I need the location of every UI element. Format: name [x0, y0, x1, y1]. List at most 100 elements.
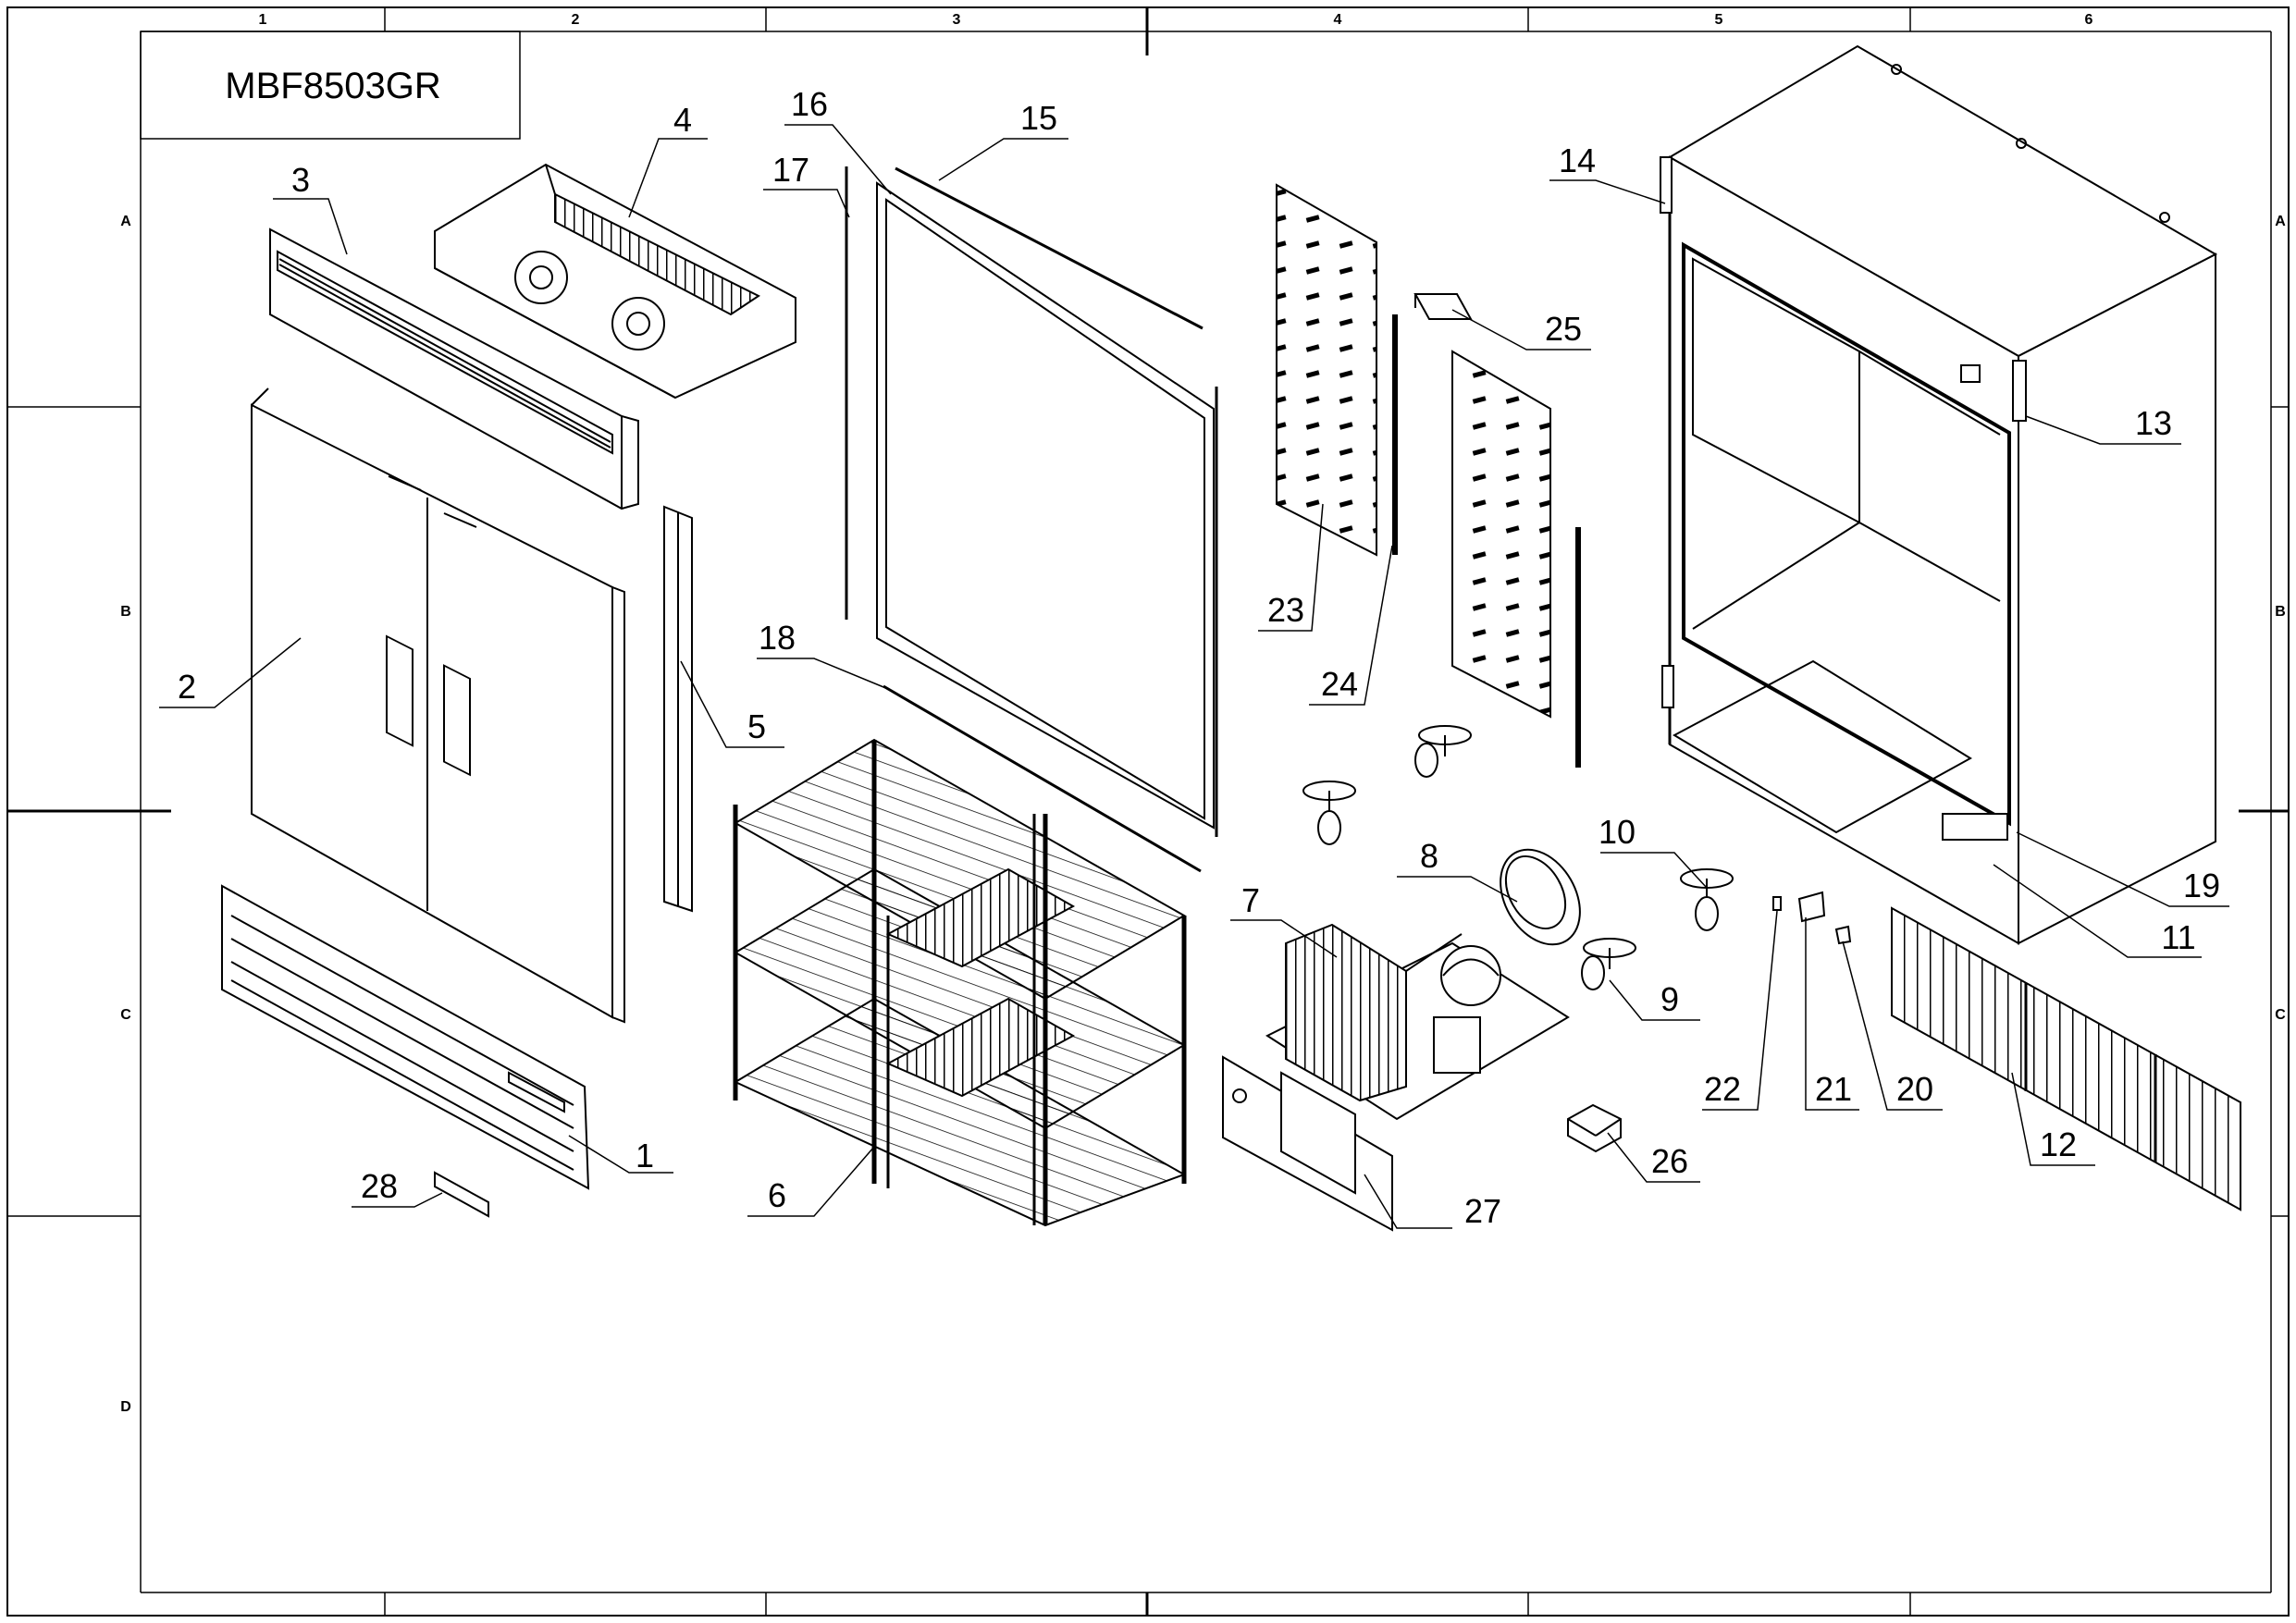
callout-label-16: 16	[791, 85, 828, 123]
callout-26: 26	[1607, 1132, 1700, 1183]
callout-16: 16	[784, 85, 892, 195]
callout-9: 9	[1609, 979, 1700, 1021]
callout-label-23: 23	[1267, 591, 1304, 629]
callout-21: 21	[1805, 917, 1859, 1111]
callout-3: 3	[273, 161, 348, 255]
callout-7: 7	[1230, 881, 1338, 958]
zone-row-a-right: A	[2275, 214, 2286, 229]
callout-label-5: 5	[747, 707, 766, 745]
part-back-panel	[1222, 1055, 1393, 1232]
callout-13: 13	[2025, 404, 2181, 445]
part-bottom-grille	[1891, 906, 2241, 1211]
callout-label-21: 21	[1815, 1070, 1852, 1108]
callout-label-11: 11	[2161, 918, 2195, 956]
callout-label-14: 14	[1559, 141, 1596, 179]
part-small-switch-b	[1797, 891, 1826, 923]
callout-20: 20	[1842, 941, 1943, 1111]
zone-col-2-top: 2	[572, 12, 580, 28]
callout-label-10: 10	[1599, 813, 1636, 851]
part-control-box	[1567, 1103, 1622, 1153]
part-small-switch-c	[1834, 925, 1852, 945]
callouts: 1 2 3 4 5 6 7 8	[159, 85, 2229, 1230]
part-door-frame	[876, 181, 1215, 830]
zone-row-b-left: B	[120, 604, 131, 620]
part-shelf-standard-panel-left	[1276, 183, 1377, 557]
part-bottom-louver-panel	[221, 884, 590, 1190]
callout-label-4: 4	[673, 101, 692, 139]
callout-label-26: 26	[1651, 1142, 1688, 1180]
callout-label-2: 2	[178, 668, 196, 706]
zone-col-1-top: 1	[259, 12, 267, 28]
callout-17: 17	[763, 151, 850, 218]
zone-labels: 1 2 3 4 5 6 A B C D A B C	[120, 12, 2286, 1415]
callout-label-12: 12	[2040, 1125, 2077, 1163]
callout-28: 28	[352, 1167, 443, 1208]
callout-23: 23	[1258, 503, 1324, 632]
part-doors	[251, 387, 625, 1024]
zone-col-6-top: 6	[2085, 12, 2093, 28]
callout-15: 15	[938, 99, 1068, 181]
zone-row-a-left: A	[120, 214, 131, 229]
zone-row-b-right: B	[2275, 604, 2286, 620]
callout-label-28: 28	[361, 1167, 398, 1205]
zone-row-c-right: C	[2275, 1007, 2286, 1023]
zone-col-3-top: 3	[953, 12, 961, 28]
part-mullion	[663, 505, 693, 913]
callout-4: 4	[628, 101, 708, 218]
callout-10: 10	[1599, 813, 1708, 889]
callout-11: 11	[1993, 864, 2202, 958]
callout-label-3: 3	[291, 161, 310, 199]
zone-col-4-top: 4	[1334, 12, 1342, 28]
callout-24: 24	[1309, 545, 1393, 706]
part-top-strip	[895, 166, 1204, 330]
callout-1: 1	[568, 1135, 673, 1174]
model-number: MBF8503GR	[225, 66, 440, 106]
part-caster-2	[1414, 725, 1472, 778]
parts	[221, 44, 2241, 1232]
part-caster-1	[1302, 781, 1356, 845]
part-top-louver-panel	[269, 227, 639, 510]
zone-row-d-left: D	[120, 1399, 131, 1415]
part-small-bracket	[434, 1171, 489, 1218]
callout-12: 12	[2011, 1072, 2095, 1166]
title-block: MBF8503GR	[140, 31, 521, 140]
callout-label-19: 19	[2183, 867, 2220, 904]
callout-label-9: 9	[1660, 980, 1679, 1018]
callout-label-24: 24	[1321, 665, 1358, 703]
callout-label-22: 22	[1704, 1070, 1741, 1108]
callout-22: 22	[1702, 910, 1778, 1111]
callout-25: 25	[1451, 309, 1591, 350]
callout-label-27: 27	[1464, 1192, 1501, 1230]
callout-label-25: 25	[1545, 310, 1582, 348]
callout-2: 2	[159, 637, 302, 708]
part-small-switch-a	[1772, 896, 1782, 911]
zone-row-c-left: C	[120, 1007, 131, 1023]
callout-label-6: 6	[768, 1176, 786, 1214]
part-tubing	[1500, 848, 1581, 946]
part-bottom-strip	[883, 684, 1202, 873]
part-condensing-unit	[1265, 923, 1570, 1121]
callout-5: 5	[680, 660, 784, 748]
callout-label-7: 7	[1241, 881, 1260, 919]
callout-label-13: 13	[2135, 404, 2172, 442]
part-cabinet	[1660, 44, 2218, 945]
callout-label-20: 20	[1896, 1070, 1933, 1108]
part-shelf-standard-panel-right	[1451, 350, 1551, 719]
callout-label-8: 8	[1420, 837, 1438, 875]
callout-label-1: 1	[636, 1137, 654, 1174]
callout-6: 6	[747, 1146, 875, 1217]
part-caster-3	[1680, 868, 1734, 931]
part-caster-4	[1581, 938, 1636, 990]
part-evaporator-unit	[434, 163, 796, 400]
callout-18: 18	[757, 619, 889, 690]
part-wire-shelving	[733, 738, 1187, 1227]
callout-8: 8	[1397, 837, 1518, 903]
callout-label-15: 15	[1020, 99, 1057, 137]
zone-col-5-top: 5	[1715, 12, 1723, 28]
callout-19: 19	[2016, 831, 2229, 907]
sheet-frame	[6, 6, 2290, 1617]
callout-label-17: 17	[772, 151, 809, 189]
callout-label-18: 18	[759, 619, 796, 657]
callout-27: 27	[1364, 1174, 1501, 1230]
